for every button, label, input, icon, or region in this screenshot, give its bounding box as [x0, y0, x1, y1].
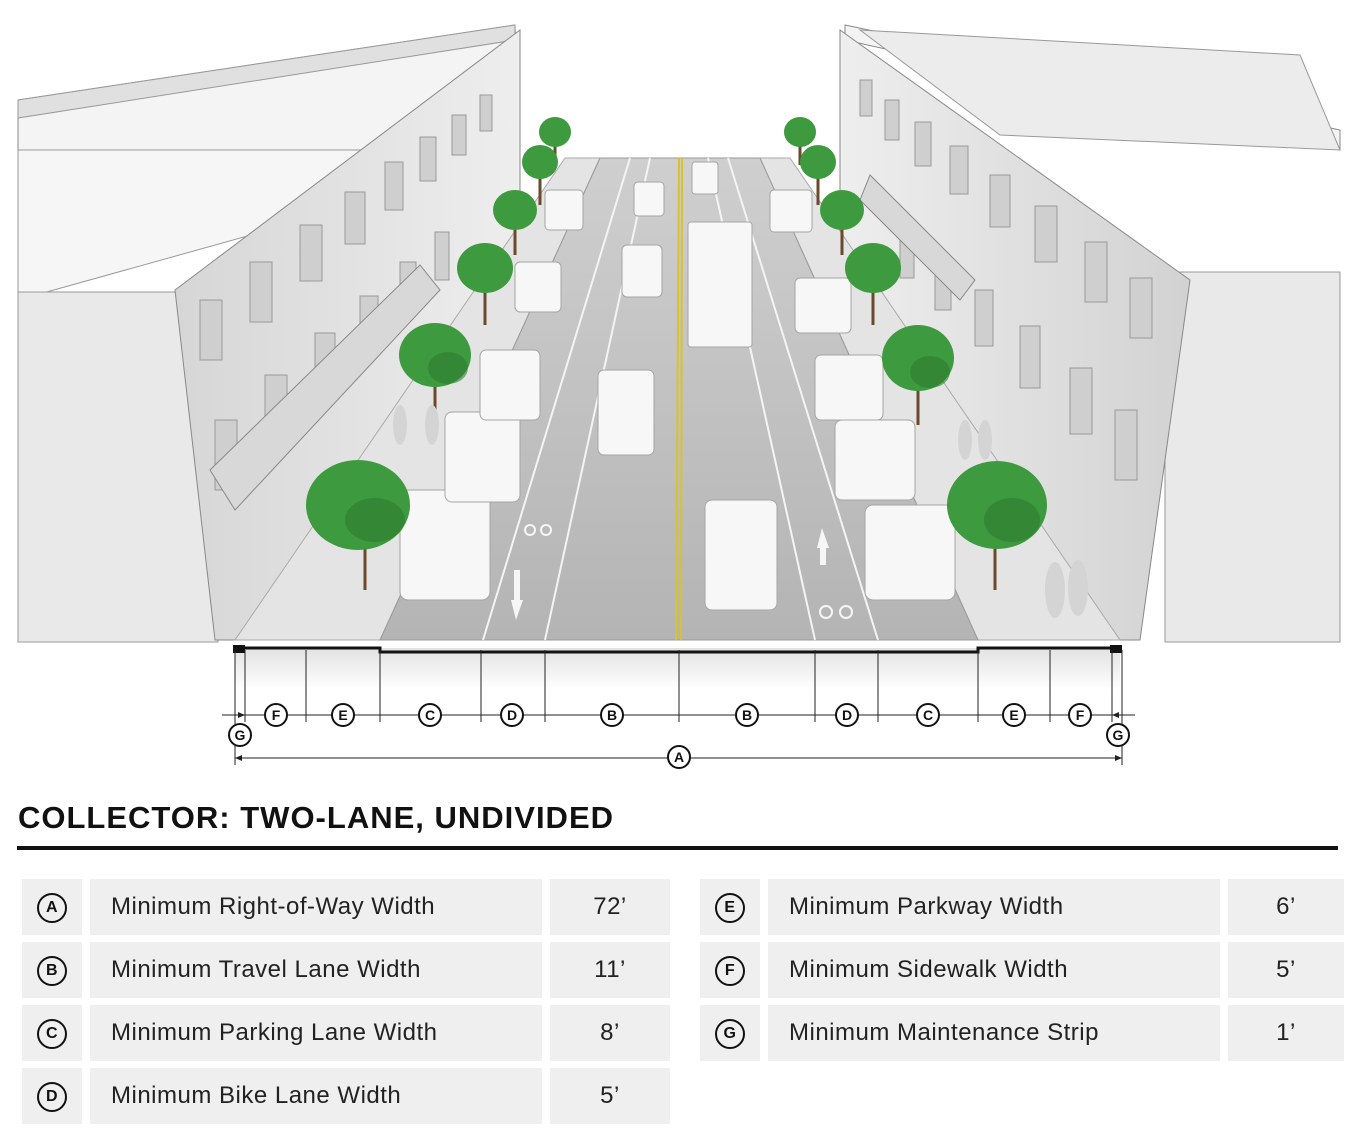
dimension-marker-letter: D — [842, 707, 852, 723]
table-row: A Minimum Right-of-Way Width 72’ — [22, 879, 670, 935]
dimension-marker-e: E — [1002, 703, 1026, 727]
dimension-label: Minimum Bike Lane Width — [90, 1068, 542, 1124]
dimension-marker-g: G — [1106, 723, 1130, 747]
dimension-label: Minimum Parkway Width — [768, 879, 1220, 935]
center-line — [675, 157, 683, 641]
dimension-marker-letter: G — [1113, 727, 1124, 743]
dimension-table-left: A Minimum Right-of-Way Width 72’ B Minim… — [22, 872, 670, 1131]
letter-badge: A — [37, 893, 67, 923]
section-cut-base — [235, 648, 1120, 690]
letter-badge: G — [715, 1019, 745, 1049]
dimension-marker-letter: E — [338, 707, 347, 723]
letter-badge: F — [715, 956, 745, 986]
dimension-marker-f: F — [264, 703, 288, 727]
title-underline — [17, 846, 1338, 850]
dimension-marker-f: F — [1068, 703, 1092, 727]
dimension-label: Minimum Sidewalk Width — [768, 942, 1220, 998]
dimension-marker-a: A — [667, 745, 691, 769]
roadway — [379, 157, 979, 641]
dimension-value: 72’ — [550, 879, 670, 935]
street-cross-section-illustration: F E C D B B D C E F G G A — [17, 24, 1341, 769]
right-buildings — [839, 24, 1341, 643]
dimension-value: 5’ — [1228, 942, 1344, 998]
dimension-marker-g: G — [228, 723, 252, 747]
dimension-marker-letter: F — [1076, 707, 1085, 723]
letter-badge: C — [37, 1019, 67, 1049]
dimension-letter-markers: F E C D B B D C E F G G A — [228, 703, 1130, 769]
letter-badge: E — [715, 893, 745, 923]
dimension-label: Minimum Parking Lane Width — [90, 1005, 542, 1061]
pedestrians — [393, 405, 1088, 618]
dimension-marker-c: C — [916, 703, 940, 727]
dimension-value: 11’ — [550, 942, 670, 998]
dimension-marker-letter: D — [507, 707, 517, 723]
dimension-marker-letter: C — [425, 707, 435, 723]
dimension-marker-b: B — [735, 703, 759, 727]
dimension-marker-letter: F — [272, 707, 281, 723]
street-trees — [306, 117, 1047, 590]
dimension-marker-letter: B — [742, 707, 752, 723]
dimension-value: 6’ — [1228, 879, 1344, 935]
dimension-value: 5’ — [550, 1068, 670, 1124]
dimension-table-right: E Minimum Parkway Width 6’ F Minimum Sid… — [700, 872, 1344, 1068]
dimension-marker-d: D — [835, 703, 859, 727]
cross-section-title: COLLECTOR: TWO-LANE, UNDIVIDED — [18, 800, 615, 835]
dimension-label: Minimum Maintenance Strip — [768, 1005, 1220, 1061]
table-row: G Minimum Maintenance Strip 1’ — [700, 1005, 1344, 1061]
letter-badge: D — [37, 1082, 67, 1112]
dimension-marker-e: E — [331, 703, 355, 727]
dimension-marker-d: D — [500, 703, 524, 727]
dimension-label: Minimum Travel Lane Width — [90, 942, 542, 998]
table-row: B Minimum Travel Lane Width 11’ — [22, 942, 670, 998]
dimension-marker-b: B — [600, 703, 624, 727]
dimension-marker-letter: G — [235, 727, 246, 743]
dimension-marker-c: C — [418, 703, 442, 727]
letter-badge: B — [37, 956, 67, 986]
table-row: E Minimum Parkway Width 6’ — [700, 879, 1344, 935]
dimension-marker-letter: E — [1009, 707, 1018, 723]
table-row: C Minimum Parking Lane Width 8’ — [22, 1005, 670, 1061]
dimension-value: 8’ — [550, 1005, 670, 1061]
dimension-value: 1’ — [1228, 1005, 1344, 1061]
vehicles — [399, 161, 956, 611]
table-row: F Minimum Sidewalk Width 5’ — [700, 942, 1344, 998]
bike-lane-markings — [511, 524, 853, 620]
dimension-marker-letter: B — [607, 707, 617, 723]
dimension-marker-letter: A — [674, 749, 684, 765]
dimension-label: Minimum Right-of-Way Width — [90, 879, 542, 935]
dimension-arrows — [235, 712, 1122, 761]
dimension-marker-letter: C — [923, 707, 933, 723]
table-row: D Minimum Bike Lane Width 5’ — [22, 1068, 670, 1124]
